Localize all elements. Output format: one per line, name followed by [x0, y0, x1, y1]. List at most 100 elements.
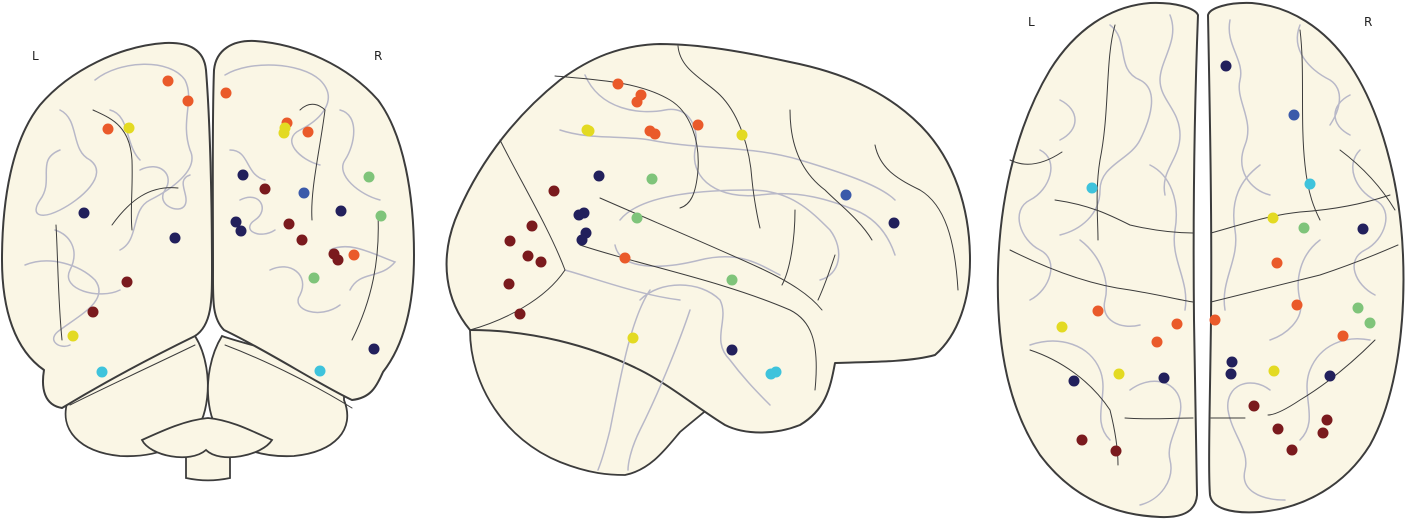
- marker-navy: [1220, 60, 1232, 72]
- marker-darkred: [1248, 400, 1260, 412]
- marker-orange: [612, 78, 624, 90]
- sagittal-fissure: [874, 144, 959, 291]
- marker-navy: [335, 205, 347, 217]
- marker-navy: [237, 169, 249, 181]
- marker-navy: [78, 207, 90, 219]
- marker-orange: [302, 126, 314, 138]
- marker-darkred: [522, 250, 534, 262]
- sagittal-fissure: [789, 109, 873, 241]
- axial-sulcus: [1334, 94, 1351, 136]
- coronal-fissure: [111, 187, 179, 226]
- axial-fissure: [1210, 194, 1391, 234]
- coronal-sulcus: [224, 64, 329, 166]
- marker-green: [375, 210, 387, 222]
- marker-yellow: [123, 122, 135, 134]
- marker-navy: [230, 216, 242, 228]
- marker-darkred: [1110, 445, 1122, 457]
- marker-orange: [162, 75, 174, 87]
- axial-sulcus: [1227, 382, 1286, 501]
- axial-fissure: [1299, 29, 1321, 221]
- marker-darkred: [1272, 423, 1284, 435]
- marker-yellow: [627, 332, 639, 344]
- marker-darkred: [514, 308, 526, 320]
- coronal-fissure: [299, 103, 326, 221]
- coronal-right-label: R: [374, 49, 382, 63]
- axial-view: L R: [996, 1, 1405, 519]
- marker-darkred: [1321, 414, 1333, 426]
- marker-darkred: [1076, 434, 1088, 446]
- marker-blue: [1288, 109, 1300, 121]
- marker-orange: [182, 95, 194, 107]
- marker-orange: [102, 123, 114, 135]
- marker-green: [363, 171, 375, 183]
- coronal-cerebellum-center: [140, 417, 274, 459]
- sagittal-fissure: [817, 254, 836, 301]
- marker-yellow: [67, 330, 79, 342]
- marker-orange: [692, 119, 704, 131]
- marker-yellow: [736, 129, 748, 141]
- axial-sulcus: [1159, 14, 1181, 196]
- marker-cyan: [314, 365, 326, 377]
- coronal-right-hemisphere: [211, 39, 415, 401]
- axial-right-label: R: [1364, 15, 1372, 29]
- coronal-sulcus: [239, 196, 276, 235]
- marker-darkred: [259, 183, 271, 195]
- marker-navy: [1225, 368, 1237, 380]
- axial-sulcus: [1059, 99, 1076, 141]
- marker-navy: [726, 344, 738, 356]
- marker-green: [1352, 302, 1364, 314]
- marker-green: [1364, 317, 1376, 329]
- coronal-fissure: [351, 214, 379, 341]
- coronal-sulcus: [329, 245, 397, 291]
- coronal-left-label: L: [32, 49, 39, 63]
- marker-orange: [631, 96, 643, 108]
- coronal-sulcus: [229, 149, 266, 181]
- coronal-sulcus: [94, 63, 193, 251]
- marker-yellow: [1267, 212, 1279, 224]
- sagittal-sulcus: [619, 189, 840, 281]
- sagittal-sulcus: [559, 129, 896, 201]
- marker-darkred: [548, 185, 560, 197]
- marker-cyan: [96, 366, 108, 378]
- sagittal-fissure: [554, 75, 699, 209]
- coronal-fissure: [55, 224, 63, 341]
- sagittal-sulcus: [564, 269, 681, 301]
- marker-green: [1298, 222, 1310, 234]
- marker-navy: [1357, 223, 1369, 235]
- axial-left-label: L: [1028, 15, 1035, 29]
- sagittal-fissure: [781, 209, 796, 286]
- axial-fissure: [1124, 417, 1194, 420]
- marker-orange: [1271, 257, 1283, 269]
- marker-darkred: [1286, 444, 1298, 456]
- coronal-sulcus: [139, 166, 191, 210]
- marker-navy: [1324, 370, 1336, 382]
- marker-navy: [573, 209, 585, 221]
- marker-blue: [840, 189, 852, 201]
- coronal-sulcus: [24, 260, 100, 347]
- marker-yellow: [1056, 321, 1068, 333]
- marker-green: [726, 274, 738, 286]
- axial-sulcus: [1079, 239, 1141, 327]
- marker-navy: [235, 225, 247, 237]
- marker-cyan: [1086, 182, 1098, 194]
- marker-orange: [1209, 314, 1221, 326]
- marker-darkred: [296, 234, 308, 246]
- coronal-fissure: [224, 344, 353, 409]
- marker-yellow: [278, 127, 290, 139]
- axial-sulcus: [1269, 239, 1321, 341]
- marker-darkred: [503, 278, 515, 290]
- coronal-sulcus: [339, 109, 381, 201]
- marker-darkred: [283, 218, 295, 230]
- sagittal-fissure: [469, 139, 566, 331]
- coronal-sulcus: [35, 109, 98, 216]
- sagittal-sulcus: [639, 284, 771, 406]
- axial-fissure: [1054, 199, 1194, 234]
- marker-green: [646, 173, 658, 185]
- marker-orange: [649, 128, 661, 140]
- axial-sulcus: [1352, 149, 1387, 296]
- coronal-view: L R: [1, 39, 415, 482]
- marker-cyan: [1304, 178, 1316, 190]
- axial-fissure: [1009, 249, 1194, 303]
- marker-navy: [1158, 372, 1170, 384]
